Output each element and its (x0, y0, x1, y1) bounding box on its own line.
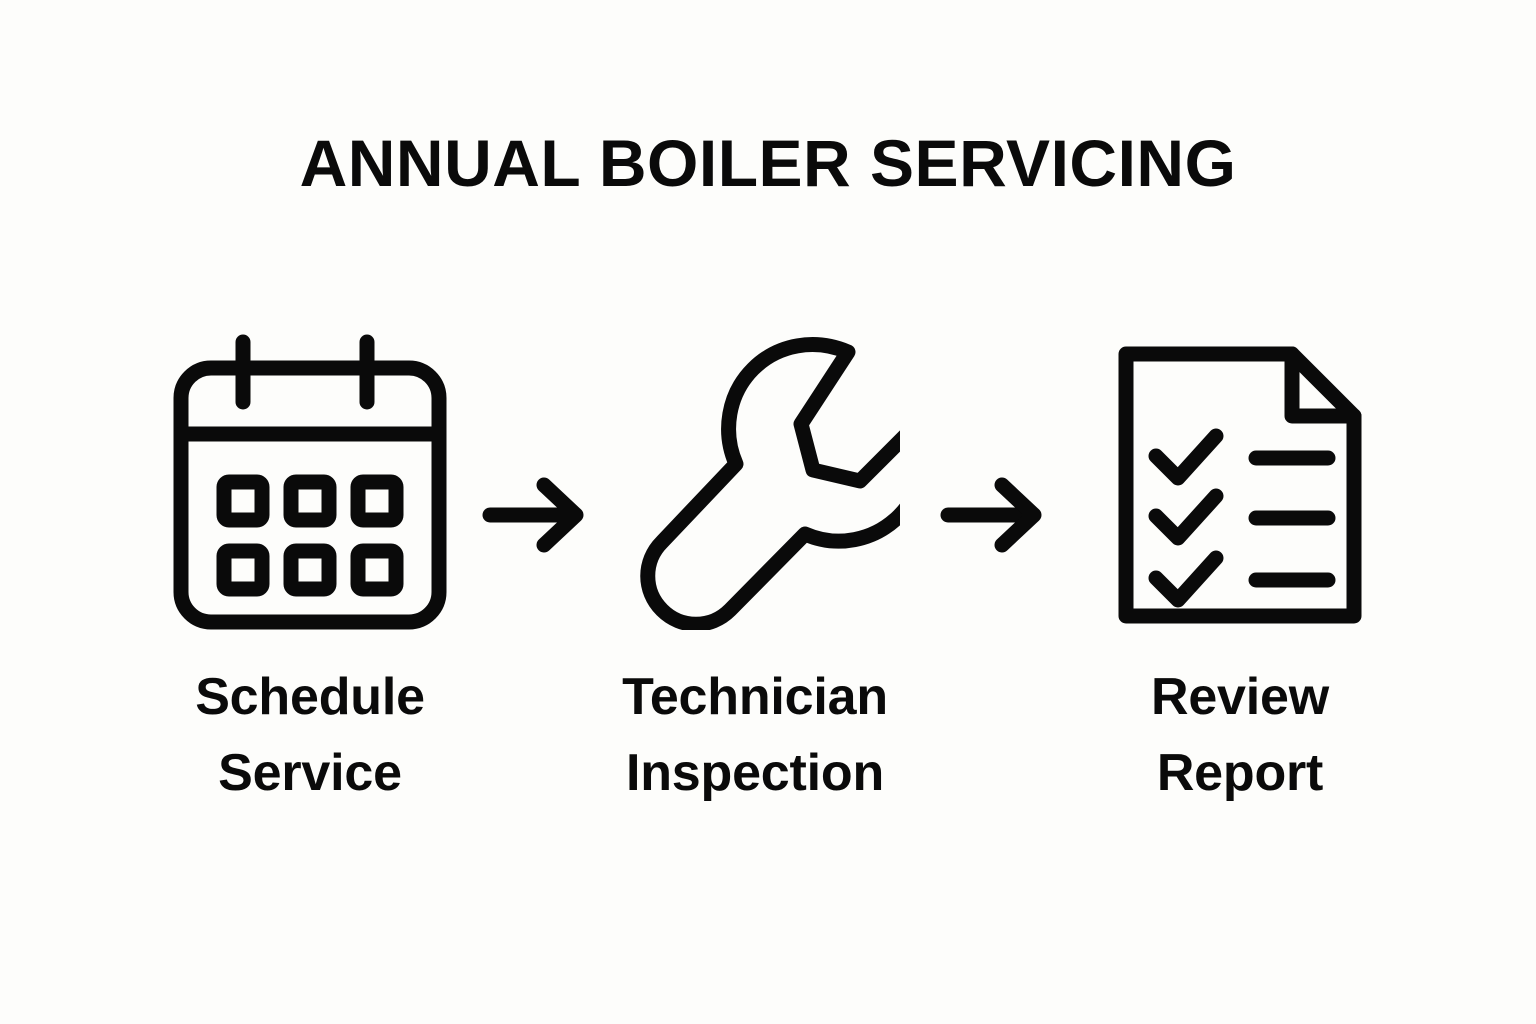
checklist-document-icon (1090, 330, 1390, 630)
arrow-right-icon (482, 470, 592, 560)
page-title: ANNUAL BOILER SERVICING (299, 126, 1237, 200)
flow-step-label-line1: Technician (622, 668, 888, 726)
wrench-icon (605, 330, 905, 630)
arrow-right-icon (940, 470, 1050, 560)
calendar-icon (160, 330, 460, 630)
flow-step-label-line2: Service (218, 743, 402, 802)
flow-step-label: Technician Inspection (565, 660, 945, 812)
process-flow: Schedule Service Technician (150, 330, 1400, 830)
flow-step-technician-inspection[interactable]: Technician Inspection (605, 330, 905, 830)
flow-step-schedule-service[interactable]: Schedule Service (160, 330, 460, 830)
flow-step-label: Review Report (1050, 660, 1430, 812)
flow-step-review-report[interactable]: Review Report (1090, 330, 1390, 830)
flow-step-label-line2: Report (1156, 743, 1324, 802)
flow-step-label-line1: Schedule (195, 668, 425, 726)
flow-step-label: Schedule Service (120, 660, 500, 812)
flow-step-label-line1: Review (1150, 668, 1329, 726)
flow-step-label-line2: Inspection (625, 743, 885, 802)
